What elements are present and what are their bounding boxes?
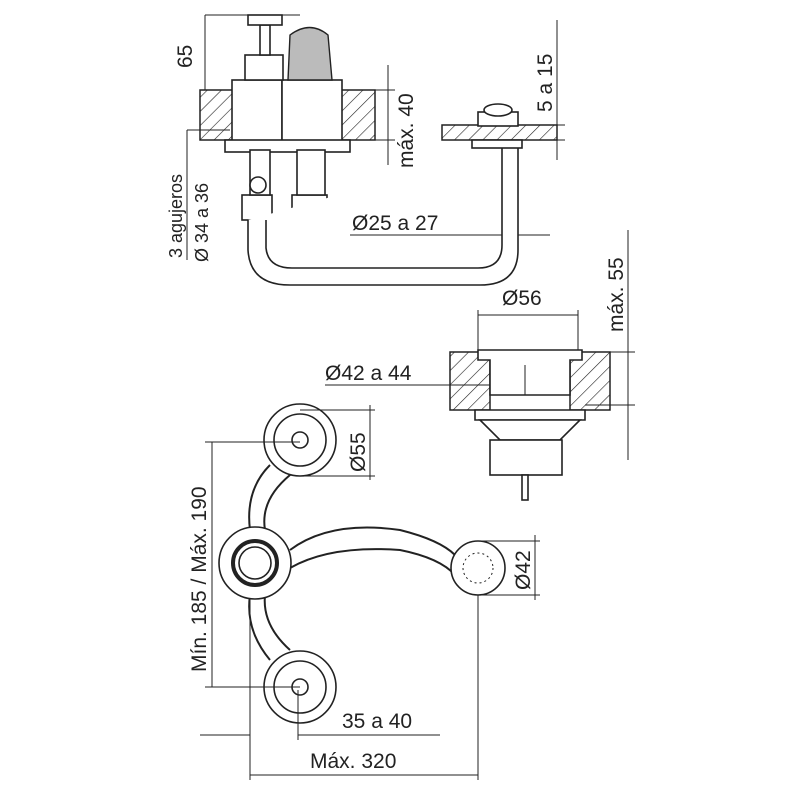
hose-spout <box>289 526 456 556</box>
max-thickness-label: máx. 40 <box>395 93 418 168</box>
height-label: 65 <box>174 45 197 68</box>
hose-spout <box>289 548 456 576</box>
drain-taper <box>478 419 582 441</box>
hose-lower <box>263 594 291 651</box>
spout-nut <box>471 139 523 149</box>
counter-section-right <box>441 124 558 141</box>
left-handle-center <box>291 431 309 449</box>
holes-label: 3 agujeros <box>166 174 186 258</box>
drain-tail <box>521 474 529 501</box>
spout-thickness-label: 5 a 15 <box>534 54 557 112</box>
left-handle-knob <box>247 14 283 26</box>
drain-counter-section-right <box>569 351 611 411</box>
spout-top <box>483 103 513 117</box>
connecting-pipe-inner <box>265 145 503 269</box>
max-width-label: Máx. 320 <box>310 750 396 773</box>
handle-diameter-label: Ø55 <box>347 432 370 472</box>
hole-diameter-label: Ø42 a 44 <box>325 362 412 385</box>
drain-body <box>489 439 563 476</box>
drain-lock-nut <box>474 409 586 421</box>
valve-flange <box>224 139 351 153</box>
pipe-diameter-label: Ø25 a 27 <box>352 212 438 235</box>
spacing-label: Mín. 185 / Máx. 190 <box>188 486 211 672</box>
connecting-pipe <box>247 145 519 286</box>
offset-label: 35 a 40 <box>342 710 412 733</box>
faucet-side-elevation: 65 máx. 40 5 a 15 3 agujeros Ø 34 a 36 Ø… <box>166 14 565 286</box>
right-shank <box>296 149 326 196</box>
hose-upper <box>263 474 291 531</box>
spout-diameter-label: Ø42 <box>512 550 535 590</box>
drain-section: Ø56 Ø42 a 44 máx. 55 <box>325 230 635 501</box>
center-body-ring <box>231 539 279 587</box>
hose-upper <box>248 464 271 531</box>
left-valve-body <box>231 79 283 151</box>
drain-diameter-label: Ø56 <box>502 287 542 310</box>
spout-aerator <box>462 552 494 584</box>
right-handle <box>287 26 333 81</box>
left-valve-stem <box>259 24 271 56</box>
side-outlet <box>249 176 267 194</box>
drain-flange <box>477 349 583 396</box>
left-valve-cap <box>244 54 284 81</box>
drain-max-thickness-label: máx. 55 <box>605 257 628 332</box>
spout-plan <box>450 540 506 596</box>
center-body-core <box>238 546 272 580</box>
holes-diameter-label: Ø 34 a 36 <box>192 183 212 262</box>
hose-lower <box>248 594 271 661</box>
faucet-plan-view: Ø55 Mín. 185 / Máx. 190 Ø42 35 a 40 Máx.… <box>188 403 540 780</box>
